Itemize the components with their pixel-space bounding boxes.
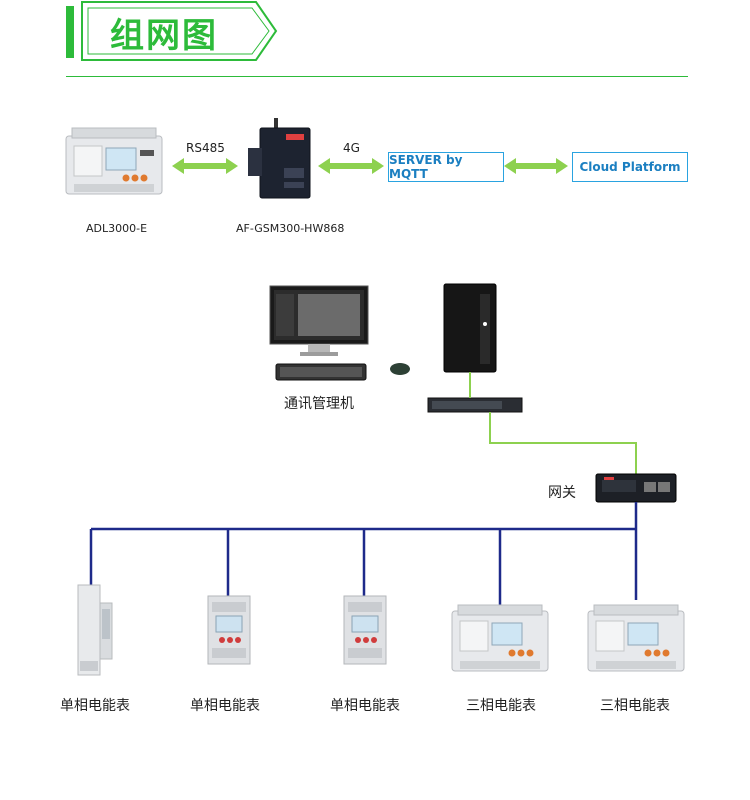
meter-label: 单相电能表 <box>190 698 260 714</box>
meter-label: 三相电能表 <box>600 698 670 714</box>
4g-gateway-icon <box>248 118 311 199</box>
cloud-platform-box: Cloud Platform <box>572 152 688 182</box>
double-arrow-icon <box>504 158 568 174</box>
meter-label: 单相电能表 <box>60 698 130 714</box>
gateway-label: 网关 <box>548 485 576 501</box>
adl3000-label: ADL3000-E <box>86 222 148 235</box>
server-tower-icon <box>443 283 497 373</box>
single-phase-meter-icon <box>77 584 113 676</box>
af-gsm300-label: AF-GSM300-HW868 <box>236 222 345 235</box>
single-phase-meter-icon <box>343 595 387 665</box>
network-switch-icon <box>427 397 523 413</box>
4g-link-label: 4G <box>343 141 360 155</box>
page-title: 组网图 <box>110 16 218 56</box>
three-phase-meter-icon <box>65 127 163 195</box>
double-arrow-icon <box>172 158 238 174</box>
double-arrow-icon <box>318 158 384 174</box>
mouse-icon <box>390 363 410 375</box>
single-phase-meter-icon <box>207 595 251 665</box>
keyboard-icon <box>275 363 367 381</box>
cloud-platform-label: Cloud Platform <box>579 160 681 174</box>
meter-label: 单相电能表 <box>330 698 400 714</box>
three-phase-meter-icon <box>451 604 549 672</box>
title-accent-bar <box>66 6 74 58</box>
gateway-device-icon <box>595 473 677 503</box>
server-mqtt-box: SERVER by MQTT <box>388 152 504 182</box>
comm-manager-label: 通讯管理机 <box>284 396 354 412</box>
title-banner <box>81 1 278 61</box>
header-divider <box>66 76 688 77</box>
server-mqtt-label: SERVER by MQTT <box>389 153 463 181</box>
meter-label: 三相电能表 <box>466 698 536 714</box>
three-phase-meter-icon <box>587 604 685 672</box>
rs485-link-label: RS485 <box>186 141 225 155</box>
monitor-icon <box>269 285 369 356</box>
